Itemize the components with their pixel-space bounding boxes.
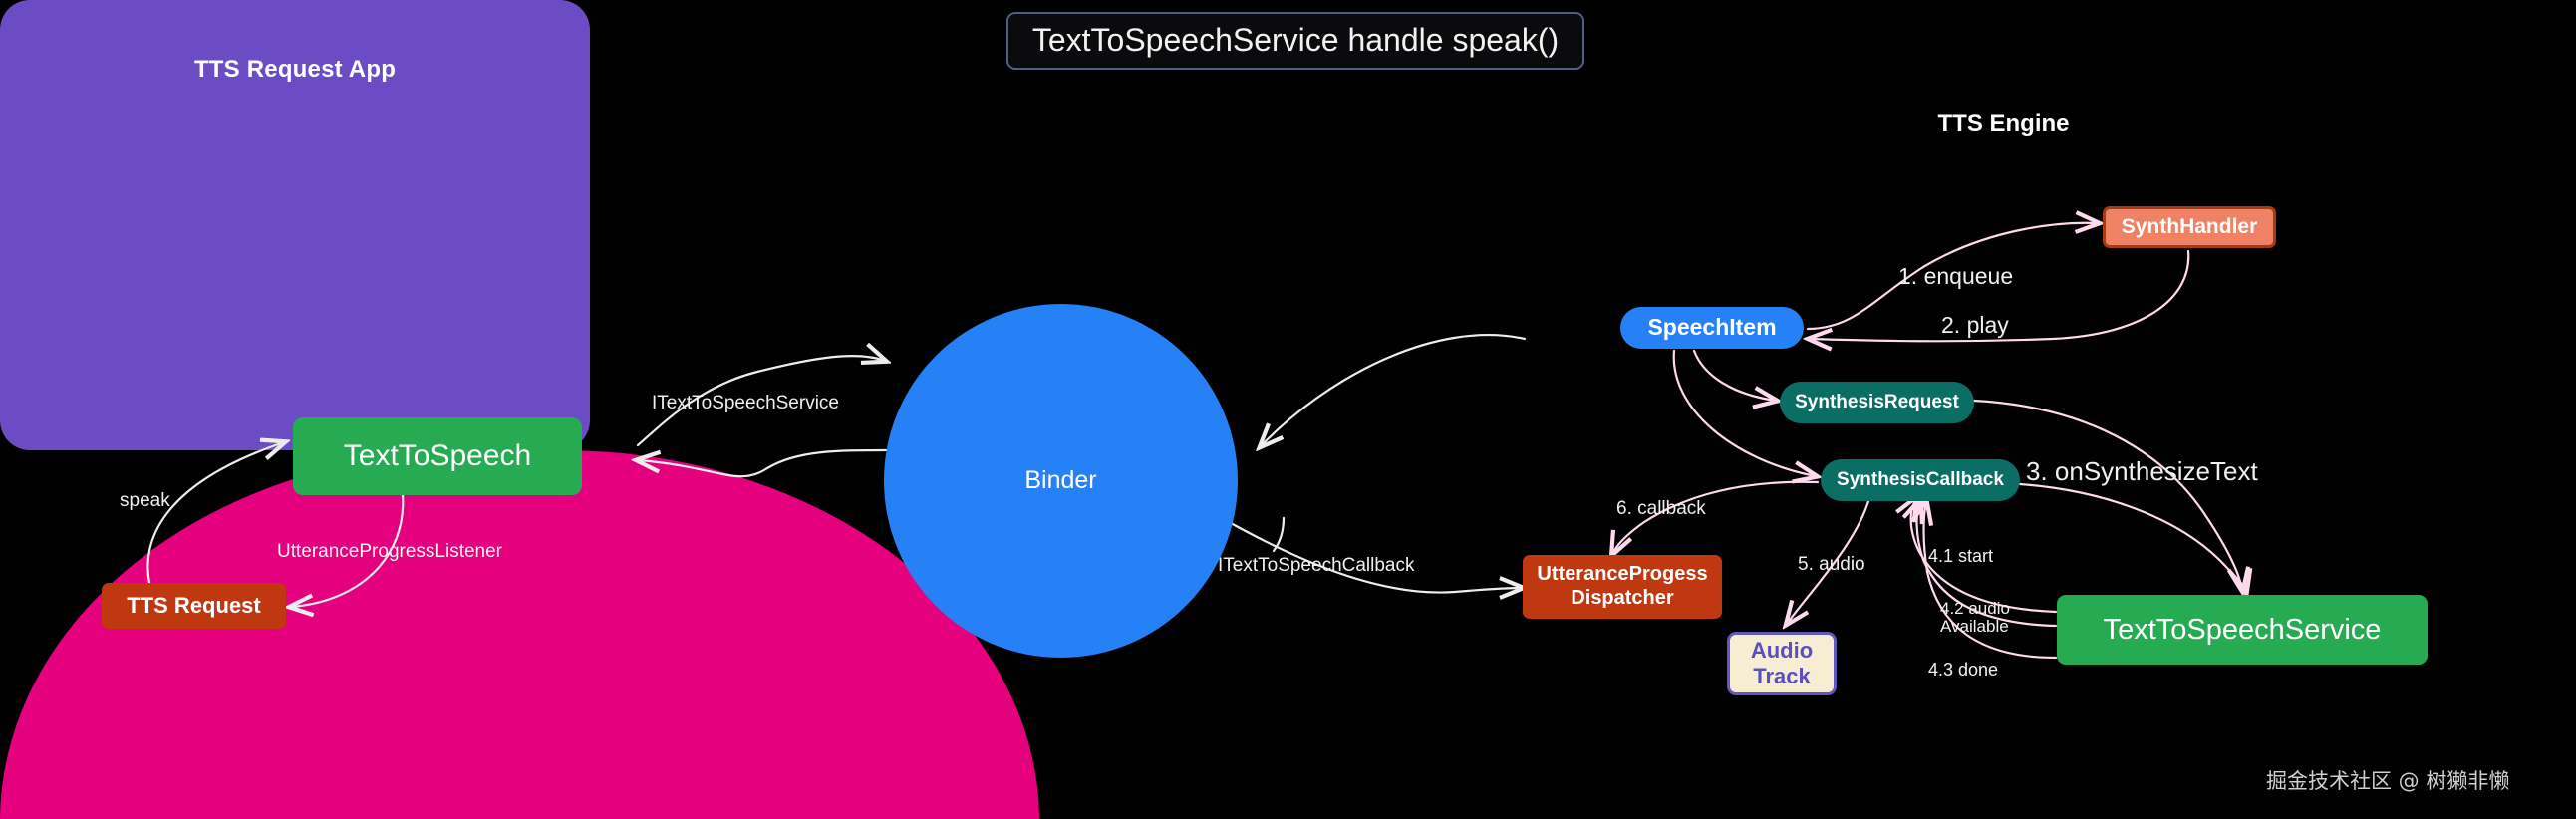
node-binder[interactable]: Binder bbox=[884, 304, 1238, 658]
node-audio-track[interactable]: Audio Track bbox=[1727, 632, 1837, 695]
node-tts-request[interactable]: TTS Request bbox=[102, 583, 286, 629]
container-tts-request-app bbox=[0, 0, 590, 450]
node-synthhandler[interactable]: SynthHandler bbox=[2103, 206, 2276, 248]
node-utterance-progress-dispatcher[interactable]: UtteranceProgess Dispatcher bbox=[1523, 555, 1722, 619]
container-label-tts-engine: TTS Engine bbox=[1937, 110, 2070, 136]
node-line-2: Dispatcher bbox=[1571, 587, 1674, 609]
node-line-1: Audio bbox=[1750, 638, 1814, 664]
node-line-2: Track bbox=[1753, 664, 1811, 688]
node-texttospeechservice[interactable]: TextToSpeechService bbox=[2057, 595, 2428, 665]
node-synthesisrequest[interactable]: SynthesisRequest bbox=[1780, 382, 1974, 423]
node-texttospeech[interactable]: TextToSpeech bbox=[293, 417, 582, 495]
node-line-1: UtteranceProgess bbox=[1537, 563, 1708, 586]
container-label-tts-request-app: TTS Request App bbox=[193, 56, 397, 83]
node-synthesiscallback[interactable]: SynthesisCallback bbox=[1821, 459, 2020, 501]
node-speechitem[interactable]: SpeechItem bbox=[1620, 307, 1804, 349]
page-title: TextToSpeechService handle speak() bbox=[1006, 12, 1584, 70]
watermark: 掘金技术社区 @ 树獭非懒 bbox=[2266, 769, 2510, 793]
